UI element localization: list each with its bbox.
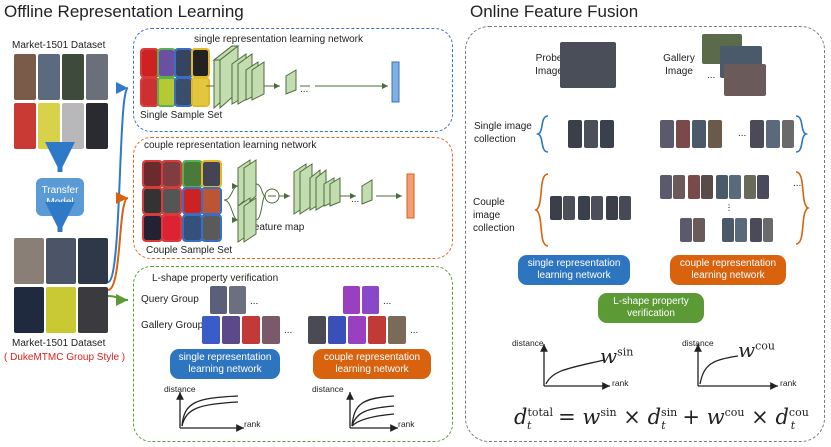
couple-panel-title: couple representation learning network xyxy=(144,140,317,151)
gallery-stack-ellipsis: ... xyxy=(707,70,716,81)
gallery-image-label: Gallery Image xyxy=(663,53,695,77)
dataset-bottom-images xyxy=(14,238,110,334)
gallery-group-left-images xyxy=(202,316,282,344)
single-panel-title: single representation learning network xyxy=(194,34,363,45)
gallery-group-label: Gallery Group xyxy=(141,320,204,331)
online-couple-network-button: couple representation learning network xyxy=(670,255,786,285)
gallery-image-stack xyxy=(702,34,766,96)
dataset-bottom-label: Market-1501 Dataset xyxy=(12,338,106,349)
single-ellipsis: ... xyxy=(300,84,309,95)
couple-sample-set-label: Couple Sample Set xyxy=(146,245,233,256)
probe-image-label: Probe Image xyxy=(535,53,563,77)
lshape-right-x-label: rank xyxy=(398,419,415,429)
single-feature-vector xyxy=(391,61,400,103)
lshape-panel xyxy=(133,266,453,442)
online-left-y-label: distance xyxy=(512,338,544,348)
lshape-left-x-label: rank xyxy=(244,419,261,429)
online-title: Online Feature Fusion xyxy=(470,2,639,21)
couple-sample-set-images xyxy=(142,160,222,242)
online-left-x-label: rank xyxy=(612,378,629,388)
query-group-label: Query Group xyxy=(141,294,199,305)
couple-ellipsis: ... xyxy=(351,194,360,205)
online-w-sin-label: wsin xyxy=(600,344,634,368)
feature-map-label: feature map xyxy=(251,222,305,233)
single-network-panel xyxy=(133,28,453,132)
couple-network-layers xyxy=(223,159,402,243)
offline-title: Offline Representation Learning xyxy=(4,2,244,21)
query-group-right-images xyxy=(343,286,381,314)
query-group-left-images xyxy=(210,286,248,314)
online-right-chart xyxy=(694,344,778,390)
couple-network-panel xyxy=(133,137,453,259)
single-sample-set-images xyxy=(140,48,210,107)
lshape-panel-title: L-shape property verification xyxy=(152,273,279,284)
lshape-right-y-label: distance xyxy=(312,384,344,394)
online-w-cou-label: wcou xyxy=(738,338,775,362)
query-ellipsis-right: ... xyxy=(383,296,392,307)
couple-collection-label: Couple image collection xyxy=(473,197,515,234)
couple-collection-gallery-row1 xyxy=(660,175,792,199)
fusion-formula: dtotalt = wsin × dsint + wcou × dcout xyxy=(514,405,809,433)
online-lshape-button: L-shape property verification xyxy=(598,293,704,323)
couple-feature-vector xyxy=(406,173,415,219)
dataset-bottom-style: ( DukeMTMC Group Style ) xyxy=(4,352,126,363)
couple-gallery-ellipsis-right: ... xyxy=(793,178,802,189)
single-collection-ellipsis: ... xyxy=(738,128,747,139)
single-collection-probe-images xyxy=(568,120,616,148)
dataset-top-label: Market-1501 Dataset xyxy=(12,40,106,51)
lshape-right-chart xyxy=(346,392,398,432)
lshape-left-chart xyxy=(176,392,244,432)
gallery-ellipsis-left: ... xyxy=(284,325,293,336)
online-left-chart xyxy=(540,344,610,390)
online-panel xyxy=(465,26,825,442)
probe-image xyxy=(560,42,616,88)
online-right-y-label: distance xyxy=(682,338,714,348)
couple-collection-gallery-row2 xyxy=(680,218,774,242)
left-flow-arrows xyxy=(45,82,129,306)
lshape-single-network-button: single representation learning network xyxy=(170,349,280,379)
gallery-ellipsis-right: ... xyxy=(410,325,419,336)
lshape-left-y-label: distance xyxy=(164,384,196,394)
lshape-couple-network-button: couple representation learning network xyxy=(313,349,431,379)
online-braces xyxy=(534,115,810,247)
single-sample-set-label: Single Sample Set xyxy=(140,110,223,121)
single-collection-gallery-images xyxy=(660,120,794,148)
query-ellipsis-left: ... xyxy=(250,296,259,307)
online-right-x-label: rank xyxy=(780,378,797,388)
single-network-layers xyxy=(212,44,388,110)
single-collection-label: Single image collection xyxy=(474,121,532,145)
online-single-network-button: single representation learning network xyxy=(518,255,630,285)
dataset-top-images xyxy=(14,54,110,150)
gallery-group-right-images xyxy=(308,316,408,344)
couple-collection-probe-images xyxy=(550,196,632,220)
